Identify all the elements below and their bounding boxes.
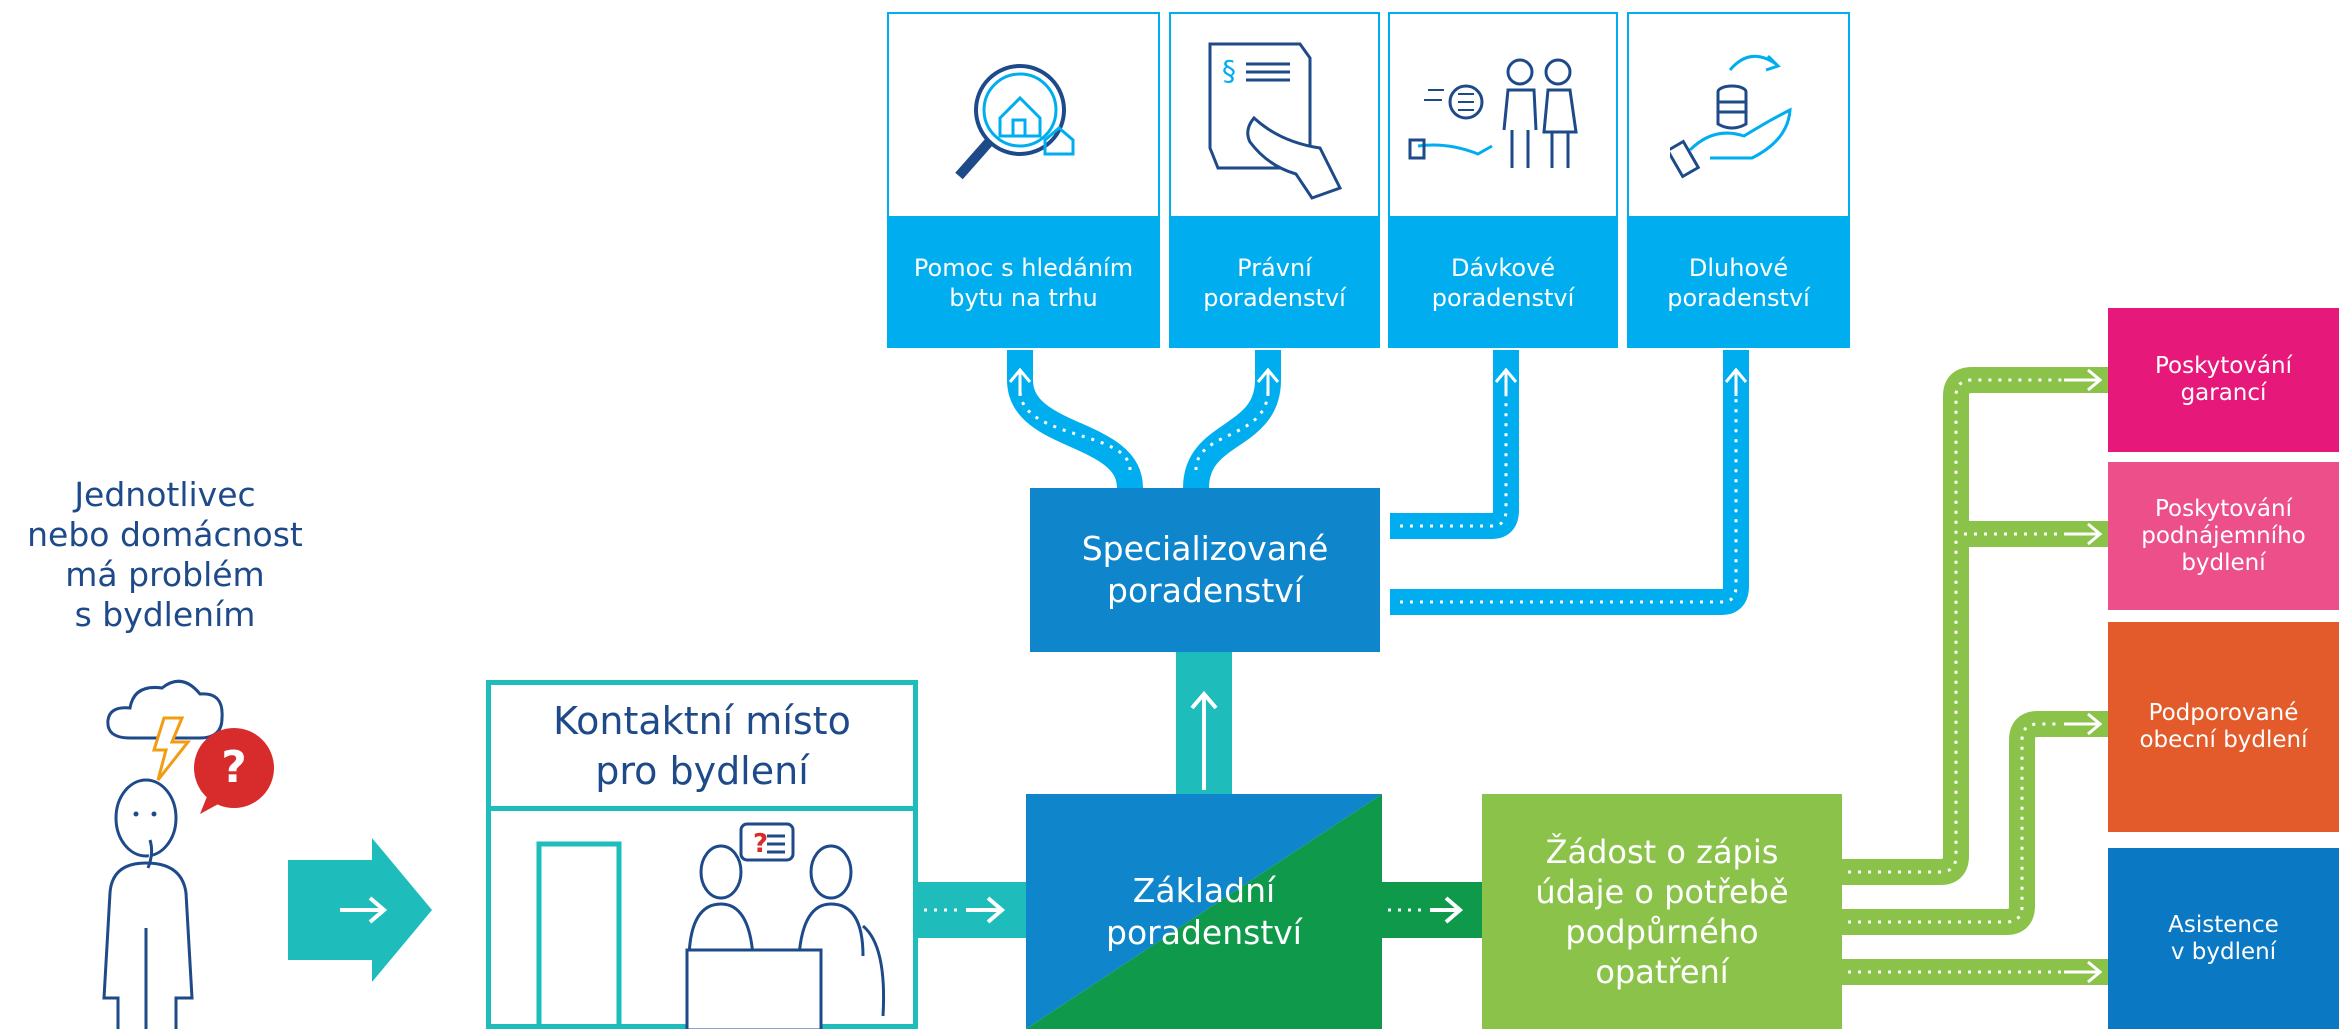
door-icon [536,841,622,1029]
connector-request-outcomes [1842,367,2108,985]
service-label-housing-search: Pomoc s hledáním bytu na trhu [887,218,1160,348]
question-bubble-icon: ? [194,728,274,814]
basic-advice-label: Základní poradenství [1106,870,1302,952]
service-card-benefits [1388,12,1618,218]
person-figure: ? [102,679,274,1029]
service-label-benefits: Dávkové poradenství [1388,218,1618,348]
service-card-housing-search [887,12,1160,218]
svg-text:?: ? [221,742,247,793]
storm-cloud-icon [106,679,224,740]
contact-office-illustration: ? [536,822,886,1029]
service-label-debt: Dluhové poradenství [1627,218,1850,348]
speech-bubble-icon: ? [739,822,795,862]
outcome-guarantees: Poskytování garancí [2108,308,2339,452]
svg-text:§: § [1222,54,1236,87]
specialized-advice-box: Specializované poradenství [1030,488,1380,652]
benefits-family-icon [1408,58,1578,168]
contact-point-title: Kontaktní místo pro bydlení [491,685,913,811]
desk-icon [685,948,823,1029]
basic-advice-box [1026,794,1382,1029]
outcome-housing-assistance: Asistence v bydlení [2108,848,2339,1029]
legal-document-icon: § [1208,42,1343,200]
svg-text:?: ? [753,829,768,859]
lightning-icon [151,716,192,781]
outcome-sublet-housing: Poskytování podnájemního bydlení [2108,462,2339,610]
outcome-supported-municipal-housing: Podporované obecní bydlení [2108,622,2339,832]
support-request-box: Žádost o zápis údaje o potřebě podpůrnéh… [1482,794,1842,1029]
debt-coins-icon [1670,54,1792,179]
service-label-legal: Právní poradenství [1169,218,1380,348]
house-magnifier-icon [955,64,1075,180]
person-description: Jednotlivec nebo domácnost má problém s … [27,475,303,634]
